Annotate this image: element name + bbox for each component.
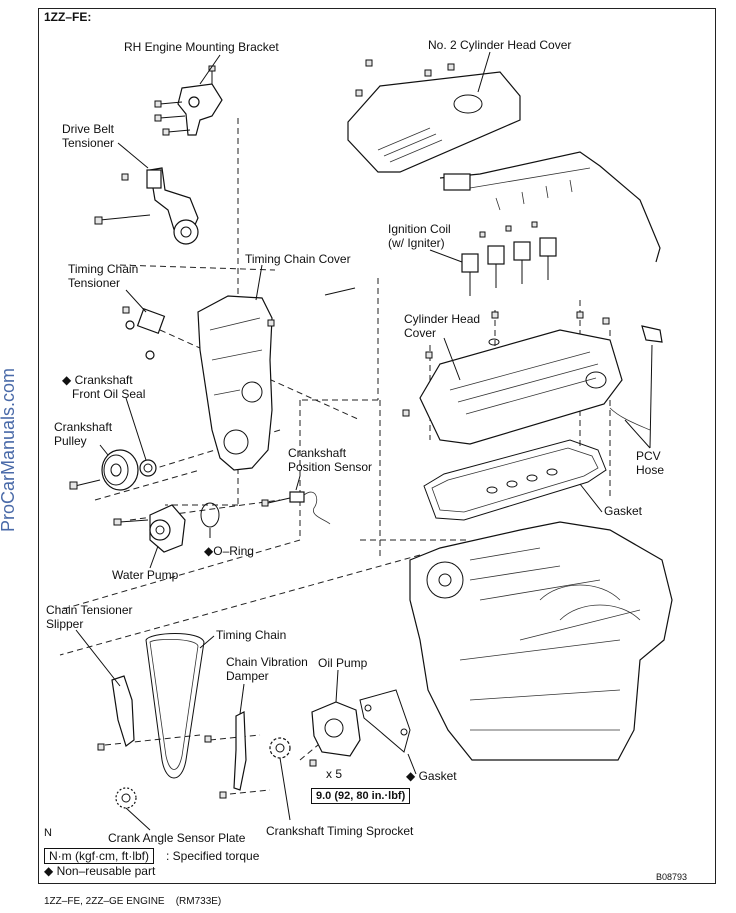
legend-specified-torque: : Specified torque [166, 849, 260, 863]
o-ring-text: O–Ring [213, 544, 254, 558]
label-chain-vibration-damper-1: Chain Vibration [226, 655, 308, 669]
chain-vibration-damper [233, 711, 247, 791]
label-no2-cylinder-head-cover: No. 2 Cylinder Head Cover [428, 38, 572, 52]
legend-unit-box: N·m (kgf·cm, ft·lbf) [44, 848, 154, 864]
figure-id: B08793 [656, 872, 688, 882]
label-drive-belt-tensioner-1: Drive Belt [62, 122, 115, 136]
label-o-ring: ◆O–Ring [204, 544, 254, 558]
legend-non-reusable-text: Non–reusable part [56, 864, 156, 878]
label-cylinder-head-cover-2: Cover [404, 326, 437, 340]
leader-lines [75, 51, 653, 831]
label-pcv-hose-2: Hose [636, 463, 665, 477]
oil-seal-text-1: Crankshaft [74, 373, 133, 387]
label-ignition-coil-1: Ignition Coil [388, 222, 451, 236]
timing-chain-tensioner [122, 306, 166, 360]
no2-cylinder-head-cover [347, 59, 521, 173]
north-mark: N [44, 827, 52, 839]
label-crankshaft-position-sensor-1: Crankshaft [288, 446, 347, 460]
label-crankshaft-front-oil-seal-2: Front Oil Seal [72, 387, 146, 401]
label-timing-chain-tensioner-1: Timing Chain [68, 262, 139, 276]
label-chain-tensioner-slipper-1: Chain Tensioner [46, 603, 133, 617]
diagram-frame [38, 8, 716, 884]
crank-angle-sensor-plate [115, 787, 137, 809]
rh-engine-mounting-bracket [154, 65, 223, 136]
head-cover-gasket [423, 439, 607, 521]
oil-pump [97, 701, 361, 799]
label-crankshaft-pulley-1: Crankshaft [54, 420, 113, 434]
label-chain-vibration-damper-2: Damper [226, 669, 269, 683]
crankshaft-timing-sprocket [269, 737, 291, 759]
ignition-coils [461, 221, 557, 296]
oil-pump-gasket [359, 689, 411, 753]
label-timing-chain: Timing Chain [216, 628, 287, 642]
ignition-wiring-harness [439, 151, 661, 263]
engine-model-heading: 1ZZ–FE: [44, 10, 92, 24]
non-reusable-diamond: ◆ [204, 544, 214, 558]
label-drive-belt-tensioner-2: Tensioner [62, 136, 115, 150]
crankshaft-front-oil-seal [139, 459, 157, 477]
label-water-pump: Water Pump [112, 568, 179, 582]
torque-spec-box: 9.0 (92, 80 in.·lbf) [311, 788, 411, 804]
non-reusable-diamond: ◆ [44, 864, 54, 878]
label-oil-pump: Oil Pump [318, 656, 368, 670]
label-head-cover-gasket: Gasket [604, 504, 643, 518]
crankshaft-position-sensor [261, 491, 331, 525]
non-reusable-diamond: ◆ [406, 769, 416, 783]
page-footer: 1ZZ–FE, 2ZZ–GE ENGINE (RM733E) [44, 896, 222, 907]
label-crankshaft-position-sensor-2: Position Sensor [288, 460, 373, 474]
engine-block [409, 521, 673, 761]
timing-chain-cover [197, 287, 356, 471]
chain-tensioner-slipper [111, 675, 135, 747]
label-ignition-coil-2: (w/ Igniter) [388, 236, 445, 250]
label-rh-engine-mounting-bracket: RH Engine Mounting Bracket [124, 40, 279, 54]
legend-non-reusable: ◆ Non–reusable part [44, 864, 155, 878]
label-chain-tensioner-slipper-2: Slipper [46, 617, 84, 631]
label-crankshaft-front-oil-seal-1: ◆ Crankshaft [62, 373, 133, 387]
pcv-hose [609, 325, 663, 431]
label-crank-angle-sensor-plate: Crank Angle Sensor Plate [108, 831, 246, 845]
o-ring [200, 502, 220, 528]
timing-chain [145, 633, 205, 779]
label-pcv-hose-1: PCV [636, 449, 661, 463]
label-oil-pump-gasket: ◆ Gasket [406, 769, 457, 783]
label-timing-chain-tensioner-2: Tensioner [68, 276, 121, 290]
crankshaft-pulley [69, 449, 139, 491]
label-timing-chain-cover: Timing Chain Cover [245, 252, 351, 266]
label-bolt-count: x 5 [326, 767, 343, 781]
drive-belt-tensioner [94, 167, 199, 245]
label-crankshaft-pulley-2: Pulley [54, 434, 87, 448]
non-reusable-diamond: ◆ [62, 373, 72, 387]
label-crankshaft-timing-sprocket: Crankshaft Timing Sprocket [266, 824, 414, 838]
label-cylinder-head-cover-1: Cylinder Head [404, 312, 481, 326]
water-pump [113, 504, 186, 553]
cylinder-head-cover [402, 311, 623, 445]
gasket-text: Gasket [418, 769, 457, 783]
